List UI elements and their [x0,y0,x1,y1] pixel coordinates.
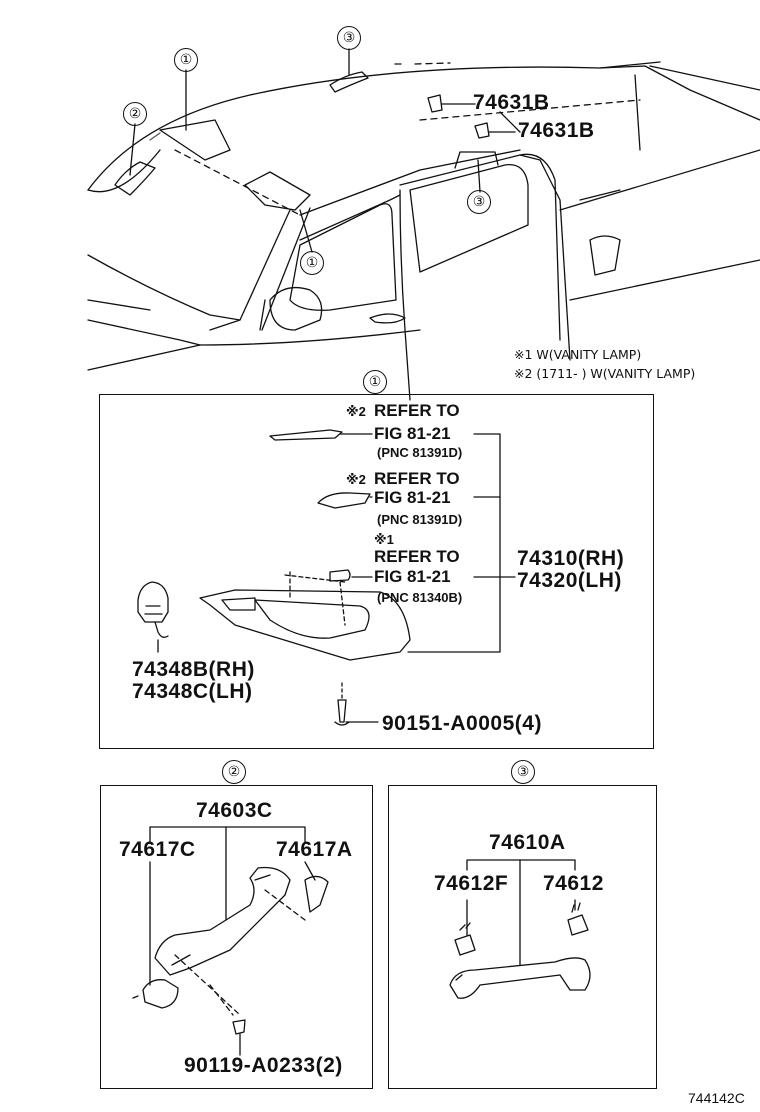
callout-1-visor-a: ① [174,48,198,72]
part-cap-74612: 74612 [543,872,604,895]
part-cover-74617a: 74617A [276,838,353,861]
ref-b-line2: FIG 81-21 [374,488,451,507]
part-74631b-lower: 74631B [518,119,595,142]
ref-a-line2: FIG 81-21 [374,424,451,443]
part-visor-lh: 74320(LH) [517,569,622,592]
part-visor-rh: 74310(RH) [517,547,625,570]
note-2-vanity-lamp: ※2 (1711- ) W(VANITY LAMP) [514,366,696,381]
ref-c-line1: REFER TO [374,547,460,566]
ref-b-mark: ※2 [346,472,366,487]
part-74631b-upper: 74631B [473,91,550,114]
panel-1-circle: ① [363,370,387,394]
ref-b-line1: REFER TO [374,469,460,488]
figure-id: 744142C [688,1090,745,1106]
part-holder-rh: 74348B(RH) [132,658,255,681]
vehicle-outline [87,61,760,401]
part-grip-assy-74610a: 74610A [489,831,566,854]
ref-a-mark: ※2 [346,404,366,419]
ref-a-line3: (PNC 81391D) [377,445,463,460]
part-holder-lh: 74348C(LH) [132,680,253,703]
ref-c-line3: (PNC 81340B) [377,590,463,605]
part-screw-visor: 90151-A0005(4) [382,712,542,735]
panel-3-circle: ③ [511,760,535,784]
ref-c-mark: ※1 [374,532,394,547]
panel-3-rear-assist-grip [388,785,657,1089]
note-1-vanity-lamp: ※1 W(VANITY LAMP) [514,347,642,362]
part-screw-grip: 90119-A0233(2) [184,1054,343,1077]
part-grip-assy-74603c: 74603C [196,799,273,822]
callout-3-grip-rear: ③ [467,190,491,214]
panel-1-sun-visor [99,394,654,749]
ref-c-line2: FIG 81-21 [374,567,451,586]
callout-1-visor-b: ① [300,251,324,275]
panel-2-circle: ② [222,760,246,784]
part-cap-74612f: 74612F [434,872,509,895]
callout-3-grip-rear-top: ③ [337,26,361,50]
panel-2-front-assist-grip [100,785,373,1089]
callout-2-grip-front: ② [123,102,147,126]
part-cover-74617c: 74617C [119,838,196,861]
ref-b-line3: (PNC 81391D) [377,512,463,527]
ref-a-line1: REFER TO [374,401,460,420]
